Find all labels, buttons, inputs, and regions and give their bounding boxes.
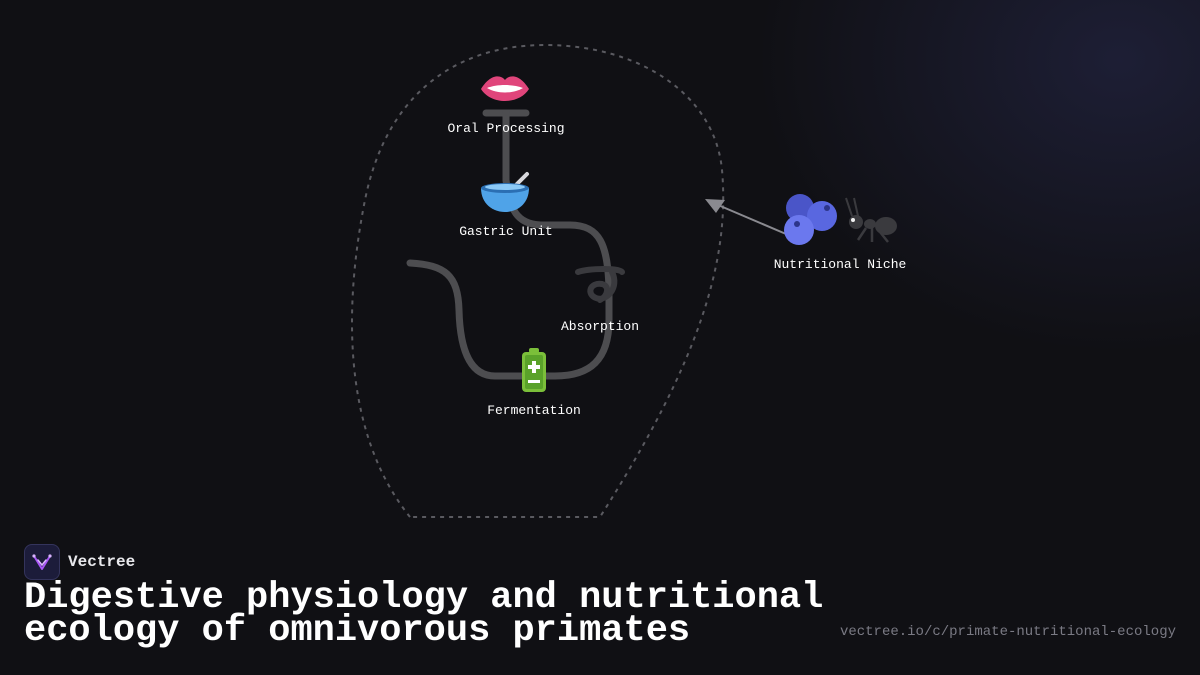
node-label-gastric-unit: Gastric Unit <box>459 224 553 239</box>
ant-icon <box>845 197 897 243</box>
page-title: Digestive physiology and nutritional eco… <box>24 577 824 652</box>
battery-icon <box>522 348 546 392</box>
node-label-nutritional-niche: Nutritional Niche <box>773 257 907 272</box>
node-label-oral-processing: Oral Processing <box>447 121 565 136</box>
node-label-fermentation: Fermentation <box>487 403 581 418</box>
tract-intestine <box>406 176 613 380</box>
niche-arrow-head <box>705 199 725 213</box>
brand-name: Vectree <box>68 553 136 571</box>
mouth-icon <box>481 76 529 101</box>
digestive-tract <box>406 109 613 380</box>
bowl-icon <box>481 172 529 212</box>
node-label-absorption: Absorption <box>560 319 640 334</box>
niche-arrow-line <box>717 204 787 235</box>
berries-and-ant-icon <box>784 194 897 245</box>
head-outline <box>351 43 725 518</box>
source-url[interactable]: vectree.io/c/primate-nutritional-ecology <box>839 624 1176 640</box>
niche-arrow <box>705 199 787 235</box>
intestine-loop-icon <box>575 266 625 303</box>
vectree-logo-icon <box>24 544 60 580</box>
brand: Vectree <box>24 544 135 580</box>
berries-icon <box>784 194 837 245</box>
